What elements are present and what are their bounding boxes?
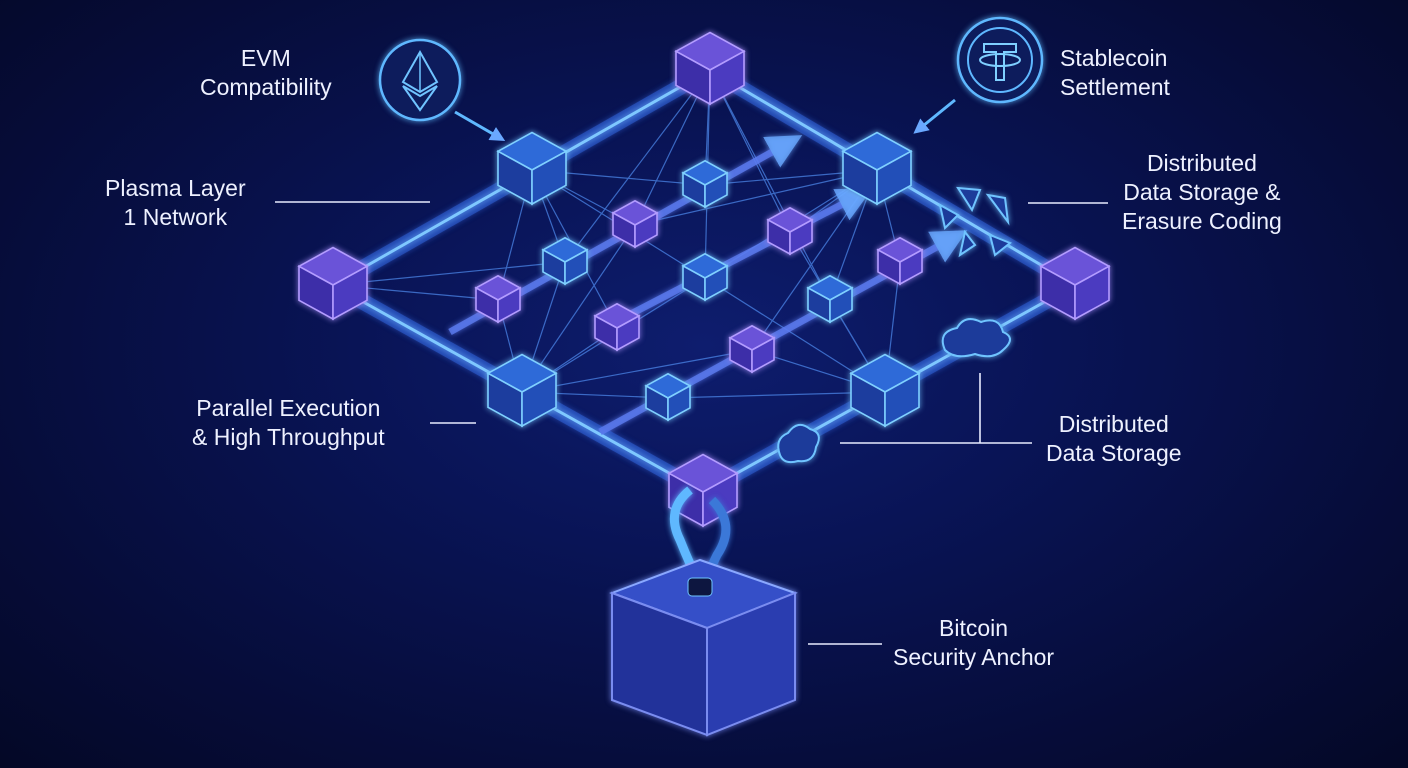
mesh-link: [667, 391, 886, 399]
label-line: Settlement: [1060, 74, 1170, 100]
node-cube: [496, 131, 568, 206]
transaction-lane: [598, 188, 873, 334]
label-parallel-execution: Parallel Execution & High Throughput: [192, 394, 385, 452]
label-line: Distributed: [1146, 150, 1257, 176]
node-cube: [667, 453, 739, 528]
node-cube: [541, 236, 589, 286]
mesh-link: [521, 349, 753, 393]
label-line: Plasma Layer: [105, 175, 246, 201]
node-cube: [766, 206, 814, 256]
node-cube: [644, 372, 692, 422]
node-cube: [841, 131, 913, 206]
label-evm-compatibility: EVM Compatibility: [200, 44, 332, 102]
arrow-icon: [454, 110, 506, 142]
node-cube: [474, 274, 522, 324]
label-plasma-layer1: Plasma Layer 1 Network: [105, 174, 246, 232]
label-line: Data Storage: [1046, 440, 1182, 466]
node-cube: [876, 236, 924, 286]
node-cube: [486, 353, 558, 428]
node-cube: [297, 246, 369, 321]
label-line: Compatibility: [200, 74, 332, 100]
label-line: Bitcoin: [939, 615, 1009, 641]
node-cube: [806, 274, 854, 324]
erasure-shard-icon: [938, 186, 1012, 258]
tether-icon: [956, 16, 1044, 104]
cloud-icon: [777, 318, 1011, 464]
label-line: Parallel Execution: [196, 395, 381, 421]
node-cube: [611, 199, 659, 249]
label-line: Security Anchor: [893, 644, 1055, 670]
node-cubes: [297, 31, 1111, 528]
node-cube: [681, 252, 729, 302]
node-cube: [849, 353, 921, 428]
label-line: Distributed: [1058, 411, 1169, 437]
arrow-icon: [913, 98, 956, 134]
node-cube: [681, 159, 729, 209]
mesh-link: [709, 69, 831, 301]
security-anchor-lock: [609, 486, 798, 737]
label-line: 1 Network: [123, 204, 228, 230]
node-cube: [593, 302, 641, 352]
mesh-link: [332, 261, 566, 286]
label-line: Stablecoin: [1060, 45, 1168, 71]
leader-lines: [275, 201, 1108, 645]
node-cube: [728, 324, 776, 374]
label-line: & High Throughput: [192, 424, 385, 450]
mesh-link: [634, 169, 878, 226]
label-line: EVM: [240, 45, 291, 71]
ethereum-icon: [378, 38, 462, 122]
mesh-link: [564, 69, 711, 263]
label-line: Erasure Coding: [1122, 208, 1282, 234]
node-cube: [674, 31, 746, 106]
label-line: Data Storage &: [1123, 179, 1281, 205]
node-cube: [1039, 246, 1111, 321]
